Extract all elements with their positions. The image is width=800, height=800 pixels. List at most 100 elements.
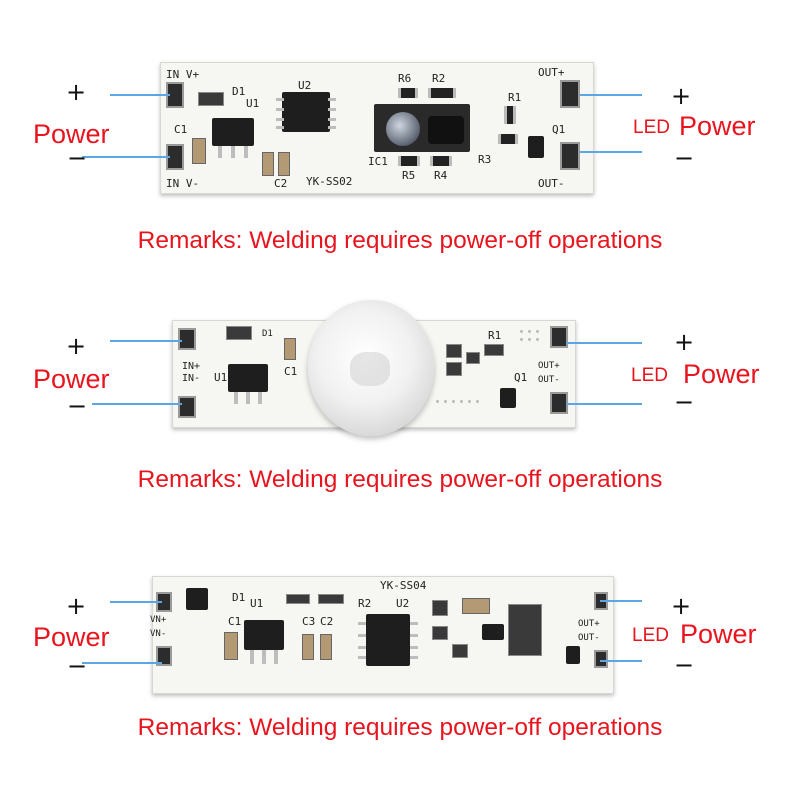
silk-model: YK-SS02 bbox=[306, 175, 353, 188]
regulator-pin bbox=[244, 146, 248, 158]
silk-c1: C1 bbox=[284, 365, 298, 378]
via bbox=[528, 330, 531, 333]
output-plus-pad bbox=[560, 80, 580, 108]
ic-pin bbox=[328, 98, 336, 101]
silk-r2: R2 bbox=[432, 72, 446, 85]
ic-pin bbox=[276, 98, 284, 101]
remarks-text: Remarks: Welding requires power-off oper… bbox=[137, 466, 663, 493]
transistor-q1 bbox=[500, 388, 516, 408]
ic-pin bbox=[328, 108, 336, 111]
silk-in-minus: IN V- bbox=[166, 177, 200, 190]
regulator-pin bbox=[258, 392, 262, 404]
silk-r5: R5 bbox=[402, 169, 416, 182]
wire-out-minus bbox=[600, 660, 642, 662]
output-minus-sign: − bbox=[674, 388, 695, 416]
silk-c1: C1 bbox=[228, 615, 242, 628]
silk-in-minus: IN- bbox=[182, 373, 201, 384]
output-power-label: Power bbox=[679, 111, 756, 141]
ic-pin bbox=[358, 622, 366, 625]
diode-d1 bbox=[186, 588, 208, 610]
ic-pin bbox=[410, 646, 418, 649]
resistor-r5 bbox=[398, 156, 420, 166]
resistor-r6 bbox=[398, 88, 418, 98]
regulator-pin bbox=[218, 146, 222, 158]
ic-pin bbox=[328, 118, 336, 121]
wire-in-minus bbox=[82, 662, 162, 664]
pir-fresnel-dome bbox=[308, 300, 434, 436]
silk-u2: U2 bbox=[298, 79, 312, 92]
silk-c2: C2 bbox=[320, 615, 334, 628]
input-minus-sign: − bbox=[67, 392, 88, 420]
silk-r3: R3 bbox=[478, 153, 492, 166]
resistor-r4 bbox=[430, 156, 452, 166]
regulator-pin bbox=[274, 650, 278, 664]
smd-part bbox=[318, 594, 344, 604]
output-led-label: LED bbox=[631, 365, 668, 386]
regulator-pin bbox=[250, 650, 254, 664]
ic-u2 bbox=[366, 614, 410, 666]
resistor-r2 bbox=[286, 594, 310, 604]
regulator-u1 bbox=[212, 118, 254, 146]
silk-out-plus: OUT+ bbox=[538, 66, 565, 79]
ic-pin bbox=[358, 646, 366, 649]
output-power-label: Power bbox=[680, 619, 757, 649]
silk-r2: R2 bbox=[358, 597, 372, 610]
wire-in-minus bbox=[92, 403, 182, 405]
smd-part bbox=[432, 600, 448, 616]
output-plus-sign: + bbox=[674, 328, 695, 356]
wire-in-plus bbox=[110, 94, 170, 96]
input-minus-pad bbox=[178, 396, 196, 418]
remarks-text: Remarks: Welding requires power-off oper… bbox=[137, 227, 663, 254]
silk-r4: R4 bbox=[434, 169, 448, 182]
via bbox=[452, 400, 455, 403]
silk-c1: C1 bbox=[174, 123, 188, 136]
silk-u1: U1 bbox=[214, 371, 228, 384]
transistor-q1 bbox=[566, 646, 580, 664]
wire-out-minus bbox=[566, 403, 642, 405]
silk-ic1: IC1 bbox=[368, 155, 388, 168]
ic-pin bbox=[276, 126, 284, 129]
silk-d1: D1 bbox=[232, 85, 246, 98]
capacitor bbox=[462, 598, 490, 614]
wire-out-plus bbox=[580, 94, 642, 96]
ic-u2 bbox=[282, 92, 330, 132]
input-minus-sign: − bbox=[67, 652, 88, 680]
silk-c3: C3 bbox=[302, 615, 316, 628]
silk-q1: Q1 bbox=[490, 627, 501, 637]
output-minus-pad bbox=[594, 650, 608, 668]
output-power-label: Power bbox=[683, 359, 760, 389]
capacitor-c2 bbox=[262, 152, 274, 176]
ic-pin bbox=[410, 634, 418, 637]
via bbox=[536, 330, 539, 333]
via bbox=[528, 338, 531, 341]
ir-emitter-lens bbox=[386, 112, 420, 146]
input-power-label: Power bbox=[33, 364, 110, 394]
via bbox=[460, 400, 463, 403]
smd-part bbox=[446, 344, 462, 358]
wire-in-plus bbox=[110, 601, 162, 603]
silk-in-minus: VN- bbox=[150, 629, 167, 639]
ic-pin bbox=[328, 126, 336, 129]
silk-out-plus: OUT+ bbox=[578, 619, 600, 629]
output-led-label: LED bbox=[633, 117, 670, 138]
capacitor-c3 bbox=[278, 152, 290, 176]
ic-pin bbox=[276, 108, 284, 111]
wire-in-plus bbox=[110, 340, 182, 342]
smd-part bbox=[432, 626, 448, 640]
silk-in-plus: IN+ bbox=[182, 361, 201, 372]
output-minus-sign: − bbox=[674, 651, 695, 679]
via bbox=[436, 400, 439, 403]
silk-u1: U1 bbox=[250, 597, 264, 610]
smd-part bbox=[452, 644, 468, 658]
output-plus-pad bbox=[550, 326, 568, 348]
input-power-label: Power bbox=[33, 622, 110, 652]
capacitor-c1 bbox=[284, 338, 296, 360]
resistor-r3 bbox=[498, 134, 518, 144]
silk-out-plus: OUT+ bbox=[538, 361, 560, 371]
output-plus-sign: + bbox=[671, 82, 692, 110]
via bbox=[520, 330, 523, 333]
ic-pin bbox=[358, 634, 366, 637]
silk-r1: R1 bbox=[508, 91, 522, 104]
via bbox=[536, 338, 539, 341]
wire-out-plus bbox=[566, 342, 642, 344]
